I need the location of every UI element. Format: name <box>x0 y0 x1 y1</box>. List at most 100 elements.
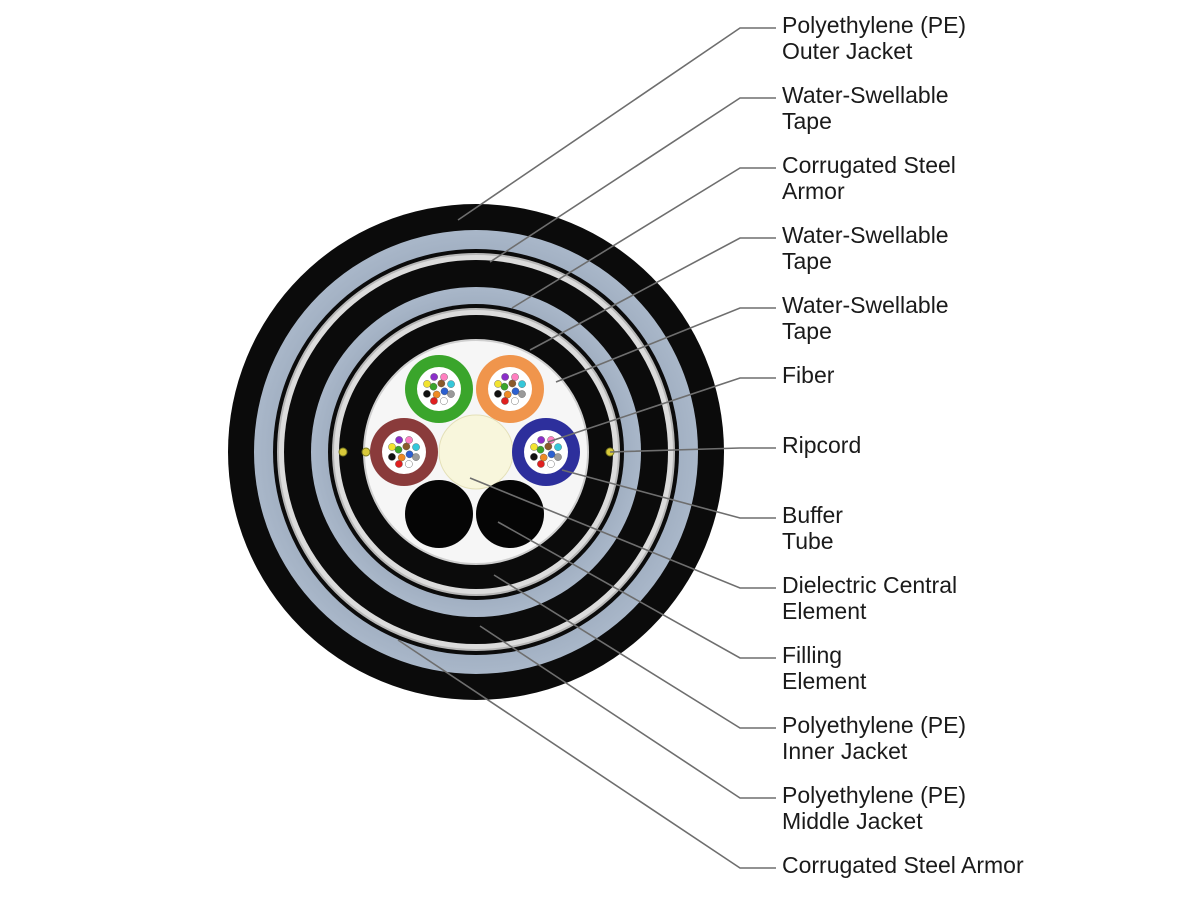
label-line: Polyethylene (PE) <box>782 12 967 38</box>
label-line: Armor <box>782 178 845 204</box>
fiber-icon <box>547 460 555 468</box>
buffer-tube <box>512 418 580 486</box>
leader-line <box>489 97 776 263</box>
ripcord-icon <box>361 447 371 457</box>
filling-element <box>405 480 473 548</box>
label-buffer-tube: Buffer Tube <box>782 502 843 554</box>
dielectric-central-element <box>438 414 514 490</box>
fiber-icon <box>536 445 545 454</box>
fiber-icon <box>494 390 502 398</box>
fiber-icon <box>405 460 413 468</box>
label-line: Outer Jacket <box>782 38 913 64</box>
fiber-icon <box>547 450 556 459</box>
label-line: Middle Jacket <box>782 808 923 834</box>
fiber-icon <box>412 443 420 451</box>
label-water-swellable-tape-2: Water-Swellable Tape <box>782 222 949 274</box>
fiber-icon <box>511 397 519 405</box>
label-line: Water-Swellable <box>782 292 949 318</box>
leader-line <box>529 237 776 351</box>
label-corrugated-steel-armor-inner: Corrugated Steel Armor <box>782 152 956 204</box>
fiber-icon <box>440 397 448 405</box>
fiber-icon <box>388 443 396 451</box>
label-line: Water-Swellable <box>782 82 949 108</box>
label-line: Corrugated Steel Armor <box>782 852 1024 878</box>
fiber-icon <box>430 373 438 381</box>
fiber-icon <box>501 373 509 381</box>
label-line: Inner Jacket <box>782 738 908 764</box>
buffer-tube <box>476 355 544 423</box>
ripcord-icon <box>338 447 348 457</box>
fiber-icon <box>500 382 509 391</box>
label-pe-outer-jacket: Polyethylene (PE) Outer Jacket <box>782 12 966 64</box>
fiber-icon <box>530 453 538 461</box>
label-line: Buffer <box>782 502 843 528</box>
fiber-icon <box>554 443 562 451</box>
fiber-icon <box>423 390 431 398</box>
leader-line <box>561 469 776 519</box>
label-line: Ripcord <box>782 432 862 458</box>
fiber-icon <box>501 397 509 405</box>
cable-layers <box>228 204 724 700</box>
fiber-icon <box>402 442 411 451</box>
fiber-icon <box>537 460 545 468</box>
buffer-tube <box>370 418 438 486</box>
fiber-icon <box>537 436 545 444</box>
fiber-icon <box>530 443 538 451</box>
leader-line <box>547 377 776 443</box>
label-line: Tape <box>782 248 832 274</box>
fiber-icon <box>511 373 519 381</box>
leader-line <box>479 625 776 799</box>
fiber-icon <box>429 382 438 391</box>
label-water-swellable-tape-3: Water-Swellable Tape <box>782 292 949 344</box>
label-line: Corrugated Steel <box>782 152 956 178</box>
fiber-icon <box>412 453 420 461</box>
label-fiber: Fiber <box>782 362 834 388</box>
leader-line <box>555 307 776 383</box>
fiber-icon <box>397 453 406 462</box>
label-dielectric-central-element: Dielectric Central Element <box>782 572 957 624</box>
fiber-icon <box>405 436 413 444</box>
label-line: Element <box>782 598 867 624</box>
label-filling-element: Filling Element <box>782 642 866 694</box>
label-line: Element <box>782 668 867 694</box>
fiber-icon <box>518 390 526 398</box>
buffer-tube <box>405 355 473 423</box>
fiber-icon <box>405 450 414 459</box>
label-line: Dielectric Central <box>782 572 958 598</box>
leader-line <box>397 639 776 869</box>
label-line: Water-Swellable <box>782 222 949 248</box>
label-line: Polyethylene (PE) <box>782 782 967 808</box>
buffer-tube-gel <box>524 430 568 474</box>
label-corrugated-steel-armor-outer: Corrugated Steel Armor <box>782 852 1024 878</box>
leader-line <box>493 574 776 729</box>
label-pe-middle-jacket: Polyethylene (PE) Middle Jacket <box>782 782 966 834</box>
fiber-icon <box>511 387 520 396</box>
label-line: Tape <box>782 318 832 344</box>
fiber-icon <box>423 380 431 388</box>
fiber-icon <box>503 390 512 399</box>
label-line: Fiber <box>782 362 835 388</box>
label-line: Tape <box>782 108 832 134</box>
fiber-icon <box>508 379 517 388</box>
fiber-icon <box>395 460 403 468</box>
fiber-icon <box>494 380 502 388</box>
label-pe-inner-jacket: Polyethylene (PE) Inner Jacket <box>782 712 966 764</box>
label-line: Tube <box>782 528 834 554</box>
leader-line <box>457 27 776 221</box>
label-line: Polyethylene (PE) <box>782 712 967 738</box>
leader-line <box>497 521 776 659</box>
leader-line <box>609 447 776 453</box>
fiber-icon <box>544 442 553 451</box>
fiber-icon <box>432 390 441 399</box>
leader-line <box>511 167 776 309</box>
fiber-icon <box>430 397 438 405</box>
buffer-tube-gel <box>417 367 461 411</box>
fiber-icon <box>388 453 396 461</box>
fiber-icon <box>395 436 403 444</box>
label-water-swellable-tape-1: Water-Swellable Tape <box>782 82 949 134</box>
fiber-icon <box>440 387 449 396</box>
fiber-icon <box>518 380 526 388</box>
fiber-icon <box>554 453 562 461</box>
